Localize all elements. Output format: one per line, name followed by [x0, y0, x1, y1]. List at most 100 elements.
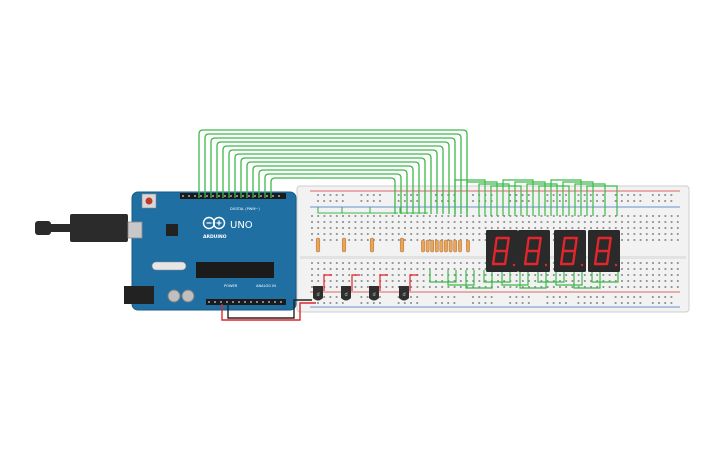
breadboard-hole [459, 262, 462, 264]
breadboard-hole [435, 262, 437, 264]
breadboard-hole [589, 296, 592, 298]
header-pin [238, 301, 240, 303]
breadboard-hole [472, 227, 475, 229]
breadboard-hole [428, 227, 431, 229]
transistor-mark: d [403, 292, 406, 298]
breadboard-hole [490, 227, 493, 229]
green-wire [573, 270, 601, 289]
breadboard-hole [527, 200, 530, 202]
breadboard-hole [354, 221, 357, 223]
breadboard-hole [472, 233, 475, 235]
breadboard-hole [397, 221, 400, 223]
breadboard-hole [441, 221, 444, 223]
breadboard-hole [503, 274, 506, 276]
resistors[interactable] [315, 237, 470, 253]
analog-header-label: ANALOG IN [256, 284, 276, 288]
green-wire [574, 183, 606, 216]
breadboard-hole [459, 215, 462, 217]
breadboard-hole [658, 194, 660, 196]
breadboard-hole [614, 280, 617, 282]
breadboard-hole [441, 280, 444, 282]
header-pin [220, 301, 222, 303]
breadboard-hole [583, 286, 586, 288]
breadboard-hole [422, 268, 425, 270]
breadboard-hole [490, 302, 493, 304]
breadboard-hole [379, 296, 381, 298]
breadboard-hole [627, 286, 630, 288]
breadboard-hole [608, 286, 611, 288]
breadboard-hole [373, 274, 375, 276]
breadboard-hole [602, 286, 605, 288]
breadboard-hole [509, 296, 512, 298]
breadboard-hole [329, 221, 332, 223]
red-wire [409, 274, 418, 291]
crystal-oscillator [151, 261, 187, 271]
resistor [439, 239, 444, 253]
breadboard-hole [558, 302, 561, 304]
usb-cable[interactable] [35, 214, 128, 242]
breadboard-hole [497, 274, 499, 276]
breadboard-hole [416, 227, 419, 229]
breadboard-hole [366, 262, 369, 264]
breadboard-hole [515, 286, 518, 288]
breadboard-hole [354, 280, 357, 282]
breadboard-hole [391, 221, 394, 223]
breadboard-hole [559, 221, 561, 223]
header-pin [232, 301, 234, 303]
breadboard-hole [639, 227, 642, 229]
breadboard-hole [428, 215, 431, 217]
breadboard-hole [404, 239, 406, 241]
breadboard-hole [633, 194, 636, 196]
breadboard-hole [596, 215, 599, 217]
green-wire [454, 179, 486, 216]
breadboard-hole [639, 200, 642, 202]
arduino-uno-board[interactable]: UNO ARDUINO DIGITAL (PWM~) POWER ANALOG … [124, 191, 297, 311]
breadboard-hole [639, 194, 642, 196]
breadboard-hole [664, 194, 667, 196]
breadboard-hole [633, 262, 636, 264]
seven-segment-displays[interactable] [486, 230, 620, 272]
breadboard-hole [311, 221, 313, 223]
reset-button-cap[interactable] [145, 197, 153, 205]
breadboard-hole [652, 239, 654, 241]
breadboard-hole [403, 194, 406, 196]
breadboard-hole [404, 215, 406, 217]
breadboard-hole [596, 296, 598, 298]
power-wires[interactable] [221, 274, 418, 321]
breadboard-hole [602, 200, 605, 202]
green-wire [270, 177, 396, 214]
breadboard-hole [311, 227, 313, 229]
breadboard-hole [509, 215, 512, 217]
breadboard-hole [373, 221, 375, 223]
green-wire [465, 270, 493, 289]
breadboard-hole [373, 233, 375, 235]
breadboard-hole [391, 280, 394, 282]
breadboard-hole [366, 296, 369, 298]
display-segment [593, 250, 598, 265]
green-wire [501, 270, 529, 286]
breadboard-hole [360, 200, 363, 202]
breadboard-hole [602, 221, 605, 223]
breadboard-hole [639, 286, 642, 288]
breadboard-hole [453, 274, 456, 276]
breadboard-hole [472, 296, 474, 298]
green-wire [555, 270, 583, 286]
breadboard-hole [354, 227, 357, 229]
breadboard-hole [342, 280, 344, 282]
transistor-mark: d [373, 292, 376, 298]
breadboard-hole [435, 286, 437, 288]
breadboard-hole [645, 221, 648, 223]
breadboard-hole [670, 194, 673, 196]
breadboard-hole [652, 262, 654, 264]
breadboard-hole [478, 262, 481, 264]
breadboard-hole [434, 194, 437, 196]
breadboard-hole [422, 215, 425, 217]
breadboard-hole [435, 233, 437, 235]
transistor [313, 286, 323, 301]
display-segment [605, 250, 610, 265]
breadboard-hole [397, 239, 400, 241]
breadboard-hole [633, 274, 636, 276]
green-wires[interactable] [198, 129, 619, 289]
breadboard-hole [478, 274, 481, 276]
